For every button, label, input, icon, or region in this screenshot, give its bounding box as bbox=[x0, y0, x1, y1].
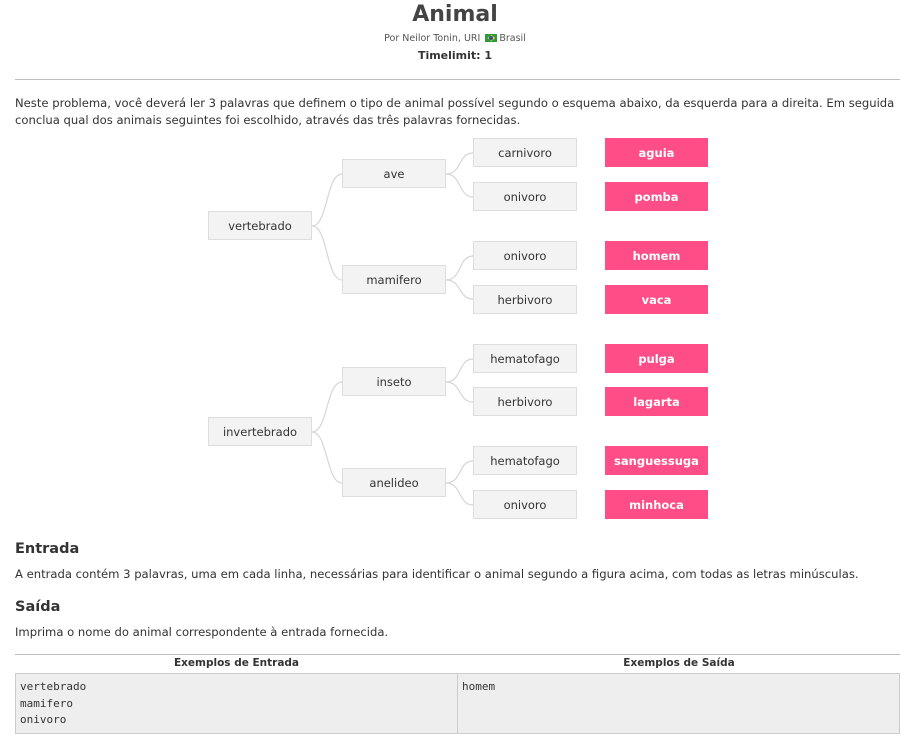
diagram-animal-leaf: minhoca bbox=[605, 490, 708, 519]
diagram-animal-leaf: homem bbox=[605, 241, 708, 270]
diagram-node-anelideo: anelideo bbox=[342, 468, 446, 497]
entrada-heading: Entrada bbox=[15, 541, 80, 557]
author-line: Por Neilor Tonin, URI Brasil bbox=[0, 33, 910, 44]
output-example-header: Exemplos de Saída bbox=[623, 657, 735, 669]
author-name: Por Neilor Tonin, URI bbox=[384, 33, 481, 44]
diagram-animal-leaf: pomba bbox=[605, 182, 708, 211]
diagram-node-ave: ave bbox=[342, 159, 446, 188]
timelimit: Timelimit: 1 bbox=[417, 49, 493, 62]
diagram-node-invertebrado: invertebrado bbox=[208, 417, 312, 446]
input-example-cell: vertebrado mamifero onivoro bbox=[15, 673, 458, 734]
diagram-node-mamifero: mamifero bbox=[342, 265, 446, 294]
examples-table: Exemplos de Entrada Exemplos de Saída ve… bbox=[15, 654, 900, 734]
diagram-animal-leaf: lagarta bbox=[605, 387, 708, 416]
diagram-animal-leaf: vaca bbox=[605, 285, 708, 314]
diagram-node-diet: hematofago bbox=[473, 446, 577, 475]
diagram-node-vertebrado: vertebrado bbox=[208, 211, 312, 240]
author-country: Brasil bbox=[499, 33, 526, 44]
diagram-node-diet: carnivoro bbox=[473, 138, 577, 167]
entrada-text: A entrada contém 3 palavras, uma em cada… bbox=[15, 567, 859, 581]
diagram-animal-leaf: sanguessuga bbox=[605, 446, 708, 475]
diagram-node-diet: onivoro bbox=[473, 490, 577, 519]
output-example-text: homem bbox=[462, 680, 496, 693]
diagram-animal-leaf: aguia bbox=[605, 138, 708, 167]
diagram-node-diet: onivoro bbox=[473, 182, 577, 211]
saida-text: Imprima o nome do animal correspondente … bbox=[15, 625, 389, 639]
diagram-node-diet: herbivoro bbox=[473, 387, 577, 416]
problem-title: Animal bbox=[412, 2, 498, 27]
intro-paragraph: Neste problema, você deverá ler 3 palavr… bbox=[15, 96, 895, 127]
diagram-animal-leaf: pulga bbox=[605, 344, 708, 373]
diagram-node-diet: hematofago bbox=[473, 344, 577, 373]
examples-table-header: Exemplos de Entrada Exemplos de Saída bbox=[15, 654, 900, 674]
diagram-node-diet: onivoro bbox=[473, 241, 577, 270]
input-example-text: vertebrado mamifero onivoro bbox=[20, 680, 87, 726]
header-divider bbox=[15, 79, 900, 80]
diagram-node-inseto: inseto bbox=[342, 367, 446, 396]
saida-heading: Saída bbox=[15, 599, 61, 615]
brazil-flag-icon bbox=[485, 34, 498, 42]
input-example-header: Exemplos de Entrada bbox=[173, 657, 300, 669]
diagram-node-diet: herbivoro bbox=[473, 285, 577, 314]
output-example-cell: homem bbox=[457, 673, 900, 734]
